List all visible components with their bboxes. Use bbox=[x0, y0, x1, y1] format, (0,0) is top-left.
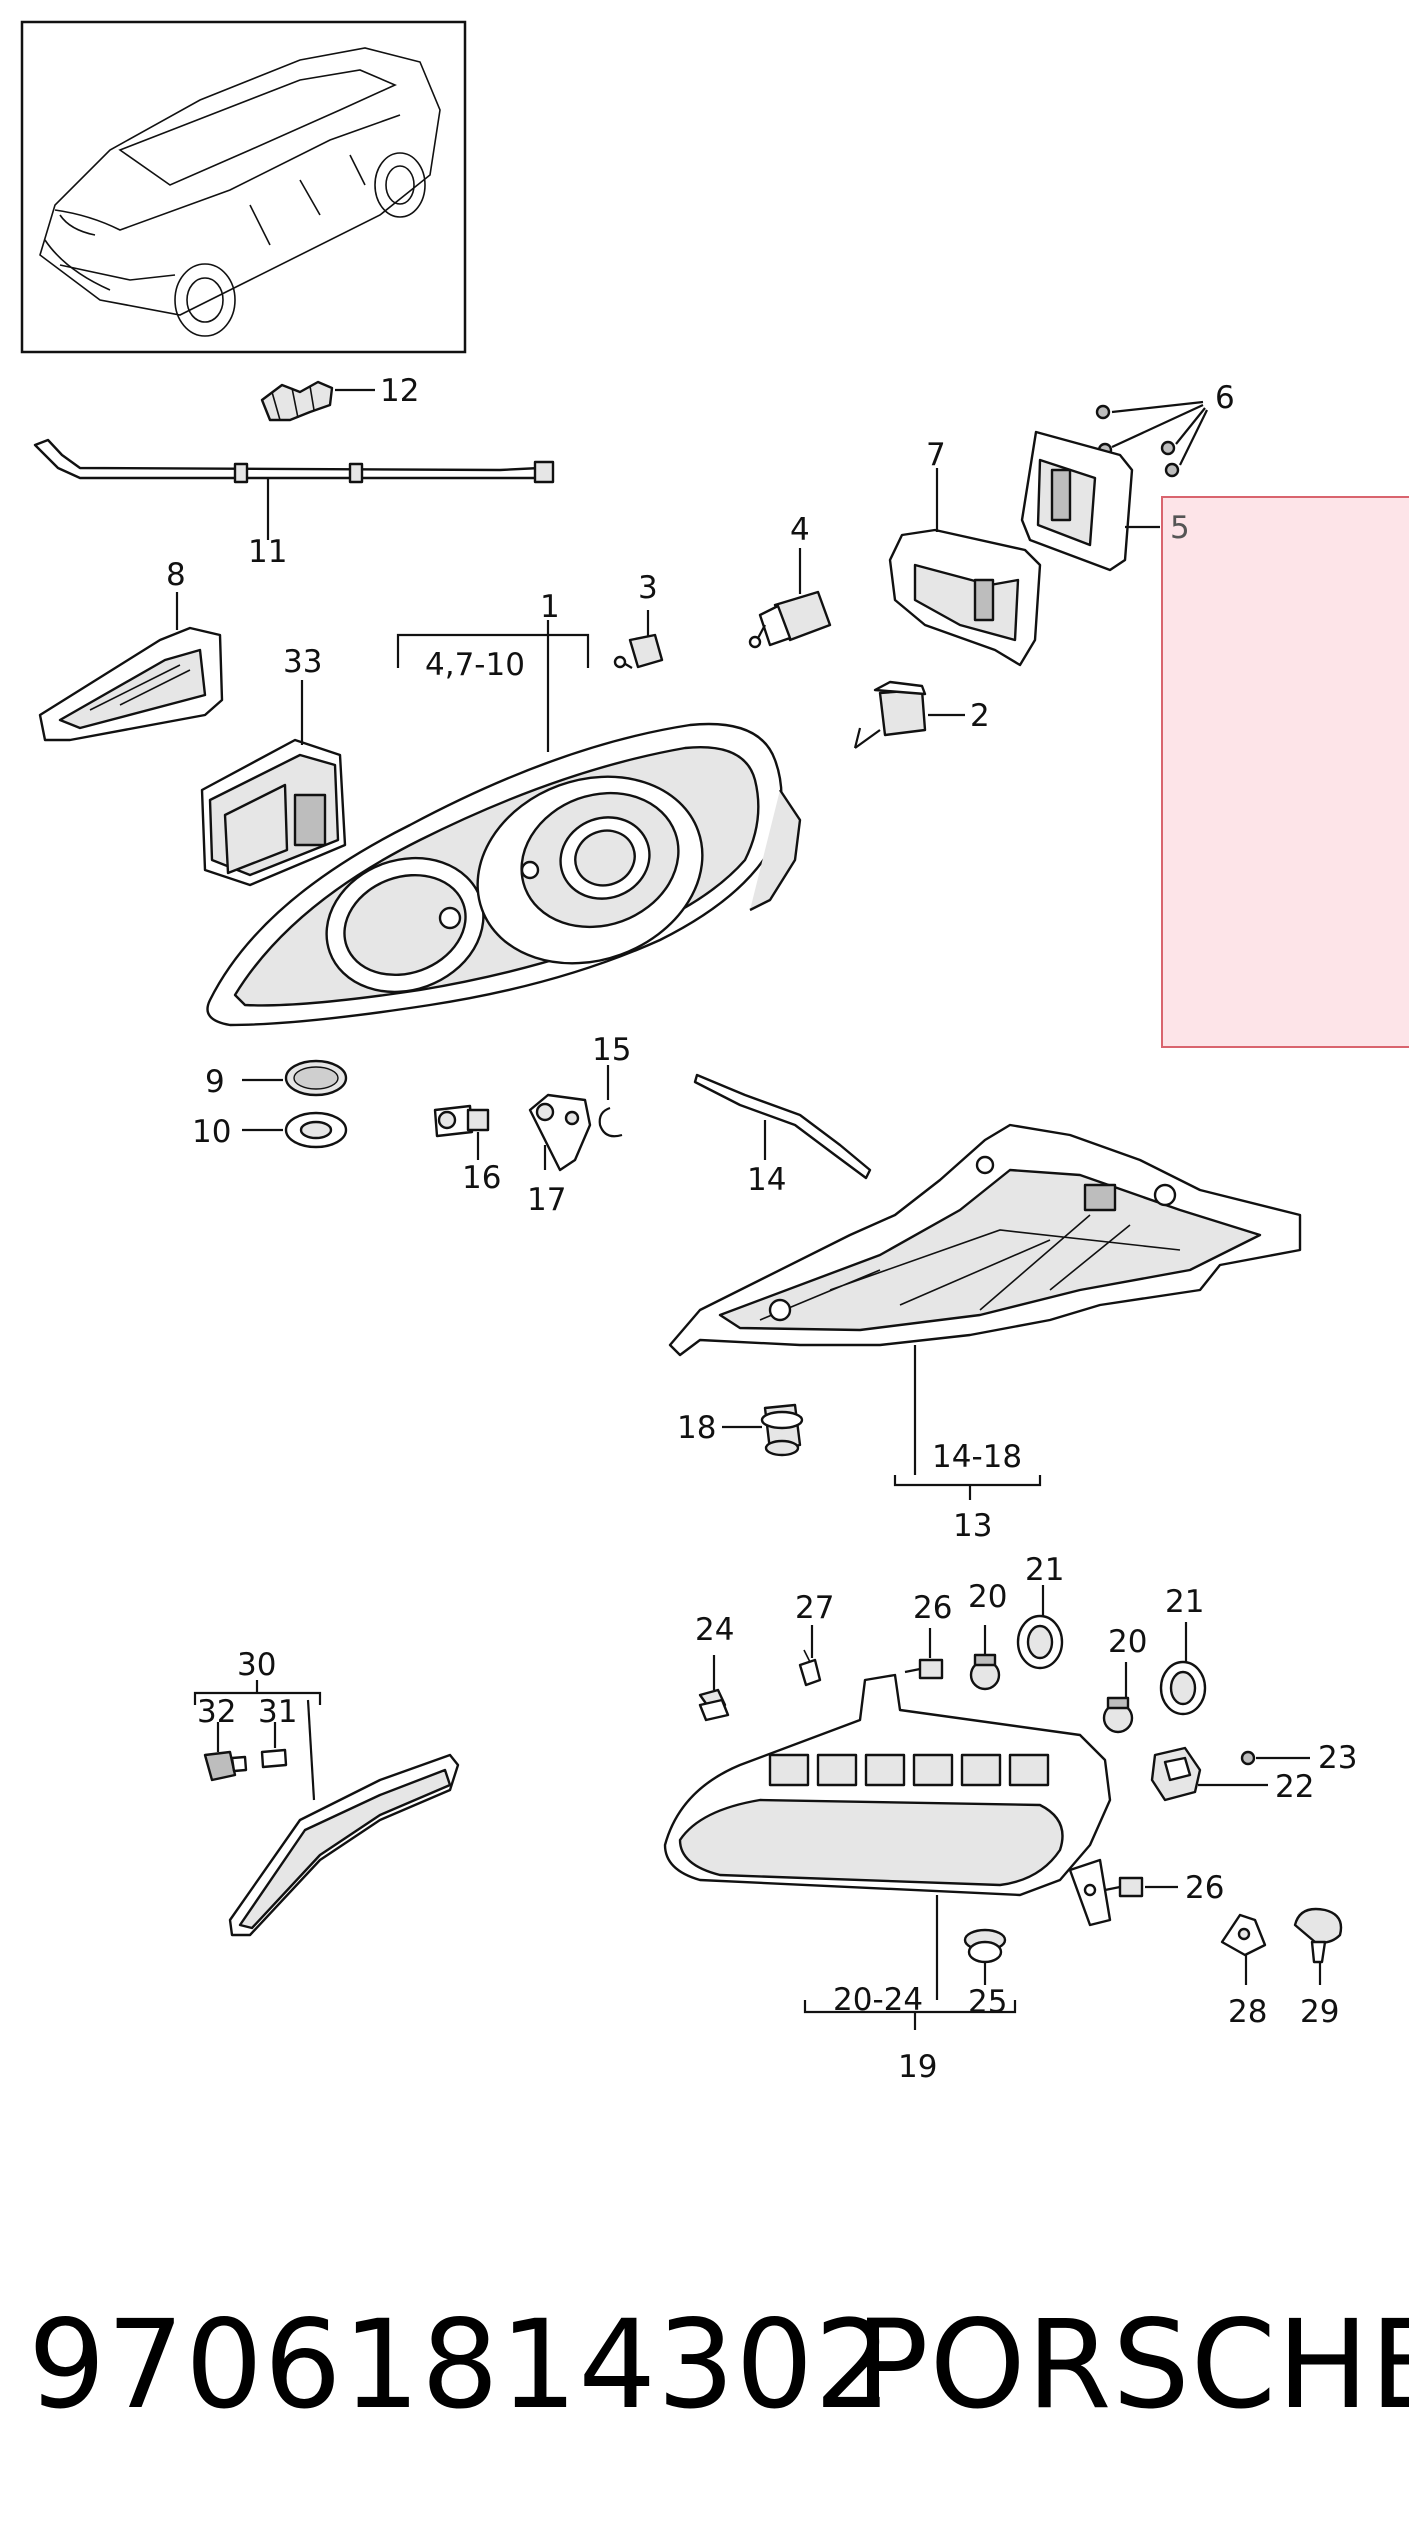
bulb-part-31 bbox=[260, 1722, 288, 1769]
screw-part-23 bbox=[1240, 1750, 1310, 1766]
label-5: 5 bbox=[1170, 510, 1190, 546]
label-26-top: 26 bbox=[913, 1590, 952, 1626]
label-group-13: 14-18 bbox=[932, 1439, 1022, 1475]
label-4: 4 bbox=[790, 512, 810, 548]
clip-part-15 bbox=[598, 1065, 623, 1138]
label-group-19: 20-24 bbox=[833, 1982, 923, 2018]
bracket-part-17 bbox=[528, 1093, 592, 1172]
housing-part-7 bbox=[888, 468, 1042, 667]
label-23: 23 bbox=[1318, 1740, 1357, 1776]
label-31: 31 bbox=[258, 1694, 297, 1730]
label-26-lower: 26 bbox=[1185, 1870, 1224, 1906]
label-21-top: 21 bbox=[1025, 1552, 1064, 1588]
label-30: 30 bbox=[237, 1647, 276, 1683]
bulb-part-4 bbox=[748, 548, 832, 649]
label-2: 2 bbox=[970, 698, 990, 734]
grommet-part-18 bbox=[722, 1403, 804, 1457]
headlamp-part-1 bbox=[206, 620, 802, 1027]
label-group-1: 4,7-10 bbox=[425, 647, 525, 683]
cable-part-11 bbox=[33, 438, 555, 540]
label-19: 19 bbox=[898, 2049, 937, 2085]
label-6: 6 bbox=[1215, 380, 1235, 416]
brand-name: PORSCHE bbox=[855, 2294, 1409, 2436]
ring-part-10 bbox=[242, 1111, 348, 1149]
label-15: 15 bbox=[592, 1032, 631, 1068]
clip-part-28 bbox=[1220, 1913, 1267, 1985]
label-28: 28 bbox=[1228, 1994, 1267, 2030]
socket-ring-part-21-right bbox=[1159, 1622, 1207, 1716]
vehicle-overview-inset bbox=[20, 20, 467, 354]
rod-part-14 bbox=[693, 1073, 872, 1180]
part-number: 97061814302 bbox=[28, 2294, 893, 2436]
clip-part-27 bbox=[798, 1625, 822, 1687]
grommet-part-25 bbox=[963, 1928, 1007, 1985]
label-13: 13 bbox=[953, 1508, 992, 1544]
bulb-part-2 bbox=[853, 680, 965, 749]
label-12: 12 bbox=[380, 373, 419, 409]
control-unit-part-33 bbox=[200, 680, 347, 887]
gasket-part-9 bbox=[242, 1059, 348, 1097]
bolt-part-16 bbox=[433, 1104, 490, 1160]
socket-part-32 bbox=[203, 1722, 248, 1782]
label-29: 29 bbox=[1300, 1994, 1339, 2030]
label-27: 27 bbox=[795, 1590, 834, 1626]
label-10: 10 bbox=[192, 1114, 231, 1150]
label-21-right: 21 bbox=[1165, 1584, 1204, 1620]
label-3: 3 bbox=[638, 570, 658, 606]
screw-part-26-top bbox=[904, 1628, 944, 1680]
label-18: 18 bbox=[677, 1410, 716, 1446]
label-25: 25 bbox=[968, 1984, 1007, 2020]
module-part-22 bbox=[1150, 1746, 1268, 1802]
label-11: 11 bbox=[248, 534, 287, 570]
label-8: 8 bbox=[166, 557, 186, 593]
bulb-part-20-top bbox=[969, 1625, 1001, 1691]
screws-part-6 bbox=[1095, 400, 1208, 478]
label-24: 24 bbox=[695, 1612, 734, 1648]
screw-part-26-lower bbox=[1104, 1876, 1178, 1898]
clip-part-24 bbox=[698, 1655, 730, 1722]
bulb-part-3 bbox=[613, 610, 664, 669]
clip-part-12 bbox=[260, 380, 375, 422]
bracket-part-8 bbox=[38, 592, 224, 742]
label-1: 1 bbox=[540, 589, 560, 625]
cap-part-29 bbox=[1293, 1907, 1343, 1985]
label-20-right: 20 bbox=[1108, 1624, 1147, 1660]
lamp-assembly-part-19 bbox=[663, 1673, 1112, 2030]
cover-part-5 bbox=[1020, 430, 1160, 572]
label-9: 9 bbox=[205, 1064, 225, 1100]
label-20-top: 20 bbox=[968, 1579, 1007, 1615]
carrier-frame-part-13 bbox=[668, 1123, 1302, 1500]
bulb-part-20-right bbox=[1102, 1662, 1134, 1734]
label-7: 7 bbox=[926, 437, 946, 473]
side-marker-part-30 bbox=[193, 1680, 460, 1937]
label-16: 16 bbox=[462, 1160, 501, 1196]
label-32: 32 bbox=[197, 1694, 236, 1730]
label-22: 22 bbox=[1275, 1769, 1314, 1805]
highlight-box-part-5 bbox=[1161, 496, 1409, 1048]
socket-ring-part-21-top bbox=[1016, 1585, 1064, 1670]
label-14: 14 bbox=[747, 1162, 786, 1198]
label-17: 17 bbox=[527, 1182, 566, 1218]
label-33: 33 bbox=[283, 644, 322, 680]
